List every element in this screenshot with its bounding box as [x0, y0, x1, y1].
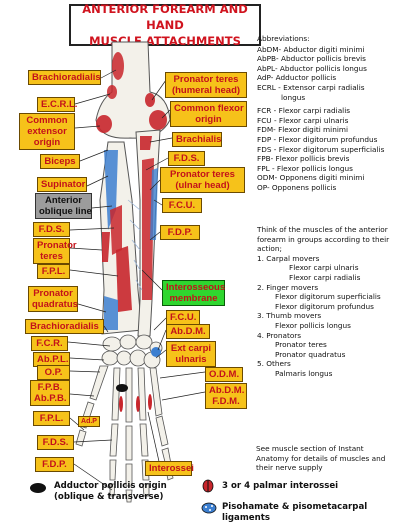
label-pronator-teres-humeral: Pronator teres (humeral head) [165, 72, 247, 98]
group-item: Pronator teres [275, 340, 327, 350]
pronator-humeral-origin [145, 93, 155, 107]
abbr-item: FPL - Flexor pollicis longus [257, 163, 353, 173]
label-odm: O.D.M. [205, 367, 243, 382]
groups-intro: Think of the muscles of the anterior for… [257, 225, 390, 254]
label-fpb-abpb: F.P.B. Ab.P.B. [30, 380, 70, 406]
label-fds-left: F.D.S. [33, 222, 70, 237]
label-brachioradialis-top: Brachioradialis [28, 70, 101, 85]
label-ecrl: E.C.R.L. [37, 97, 77, 112]
leader-lines [67, 69, 206, 491]
legend-blue-ligament-icon [201, 502, 217, 514]
abbr-item: AbDM- Abductor digiti minimi [257, 44, 365, 54]
abbr-item: AdP- Adductor pollicis [257, 73, 337, 83]
abbr-item: FDM- Flexor digiti minimi [257, 125, 348, 135]
legend-black-oval-icon [30, 483, 46, 493]
label-fdp-bottom: F.D.P. [35, 457, 74, 472]
abbr-item: ECRL - Extensor carpi radialis [257, 82, 365, 92]
label-fcu-bottom: F.C.U. [166, 310, 200, 325]
pronator-quadratus-attachment [104, 296, 118, 330]
label-brachialis: Brachialis [172, 132, 222, 147]
title-line-1: ANTERIOR FOREARM AND HAND [82, 2, 248, 32]
label-brachioradialis-bottom: Brachioradialis [25, 319, 104, 334]
abbr-item: FDP - Flexor digitorum profundus [257, 134, 378, 144]
label-fdp-right: F.D.P. [160, 225, 200, 240]
label-biceps: Biceps [40, 154, 80, 169]
abbr-item: OP- Opponens pollicis [257, 182, 337, 192]
label-pronator-teres-left: Pronator teres [33, 238, 77, 264]
common-flexor-origin [149, 110, 167, 130]
pronator-teres-attachment [102, 232, 110, 262]
label-ext-carpi-ulnaris: Ext carpi ulnaris [166, 341, 216, 367]
group-item: Flexor pollicis longus [275, 320, 351, 330]
group-heading: 5. Others [257, 359, 291, 369]
label-fds-right: F.D.S. [168, 151, 205, 166]
abbr-item: AbPL- Abductor pollicis longus [257, 63, 367, 73]
label-abdm: Ab.D.M. [166, 324, 210, 339]
label-common-extensor-origin: Common extensor origin [19, 113, 75, 150]
label-common-flexor-origin: Common flexor origin [170, 101, 247, 127]
label-adp: Ad.P [78, 416, 100, 427]
group-item: Flexor digitorum profundus [275, 301, 374, 311]
abbr-item: FCU - Flexor carpi ulnaris [257, 115, 349, 125]
abbr-item: ODM- Opponens digiti minimi [257, 173, 365, 183]
label-fcu-top: F.C.U. [162, 198, 202, 213]
label-anterior-oblique-line: Anterior oblique line [35, 193, 92, 219]
group-item: Palmaris longus [275, 368, 333, 378]
group-heading: 1. Carpal movers [257, 253, 320, 263]
abbreviations-panel: Abbreviations: AbDM- Abductor digiti min… [257, 34, 399, 193]
fdp-attachment [142, 158, 154, 300]
label-interosseous-membrane: Interosseous membrane [162, 280, 225, 306]
group-heading: 3. Thumb movers [257, 311, 322, 321]
label-interossei: Interossei [145, 461, 194, 476]
metacarpal-bones [89, 365, 163, 423]
abbr-item: longus [281, 92, 306, 102]
label-op: O.P. [37, 365, 70, 380]
muscle-groups-panel: Think of the muscles of the anterior for… [257, 225, 399, 379]
adductor-pollicis-origin [116, 384, 128, 392]
legend-adductor-text: Adductor pollicis origin (oblique & tran… [54, 481, 167, 502]
legend-interossei-text: 3 or 4 palmar interossei [222, 481, 339, 491]
label-pronator-quadratus: Pronator quadratus [28, 286, 78, 312]
label-fcr: F.C.R. [31, 336, 68, 351]
palmar-interossei-markers [119, 394, 152, 412]
group-item: Flexor carpi ulnaris [289, 263, 359, 273]
brachioradialis-origin [112, 52, 124, 80]
abbr-item: FPB- Flexor pollicis brevis [257, 154, 350, 164]
abbr-item: AbPB- Abductor pollicis brevis [257, 54, 366, 64]
legend-pisohamate-text: Pisohamate & pisometacarpal ligaments [222, 502, 368, 523]
brachialis-attachment [140, 136, 152, 150]
group-item: Pronator quadratus [275, 349, 346, 359]
label-fpl-top: F.P.L. [37, 264, 70, 279]
abbr-item: FCR - Flexor carpi radialis [257, 106, 351, 116]
reference-note: See muscle section of Instant Anatomy fo… [256, 444, 386, 473]
label-pronator-teres-ulnar: Pronator teres (ulnar head) [160, 167, 245, 193]
group-heading: 2. Finger movers [257, 282, 319, 292]
abbr-item: FDS - Flexor digitorum superficialis [257, 144, 385, 154]
group-item: Flexor carpi radialis [289, 272, 361, 282]
fcu-attachment [150, 168, 158, 240]
interosseous-membrane-fibers [127, 199, 143, 291]
ecrl-origin [107, 85, 117, 99]
page-title: ANTERIOR FOREARM AND HAND MUSCLE ATTACHM… [69, 2, 261, 48]
label-supinator: Supinator [37, 177, 87, 192]
label-fpl-bottom: F.P.L. [33, 411, 70, 426]
fpl-attachment [116, 246, 132, 312]
fds-radial-attachment [110, 205, 122, 255]
common-extensor-origin [96, 115, 112, 133]
label-fds-bottom: F.D.S. [37, 435, 74, 450]
label-abdm-fdm: Ab.D.M. F.D.M. [205, 383, 247, 409]
group-item: Flexor digitorum superficialis [275, 292, 381, 302]
abbreviations-heading: Abbreviations: [257, 34, 310, 43]
group-heading: 4. Pronators [257, 330, 302, 340]
